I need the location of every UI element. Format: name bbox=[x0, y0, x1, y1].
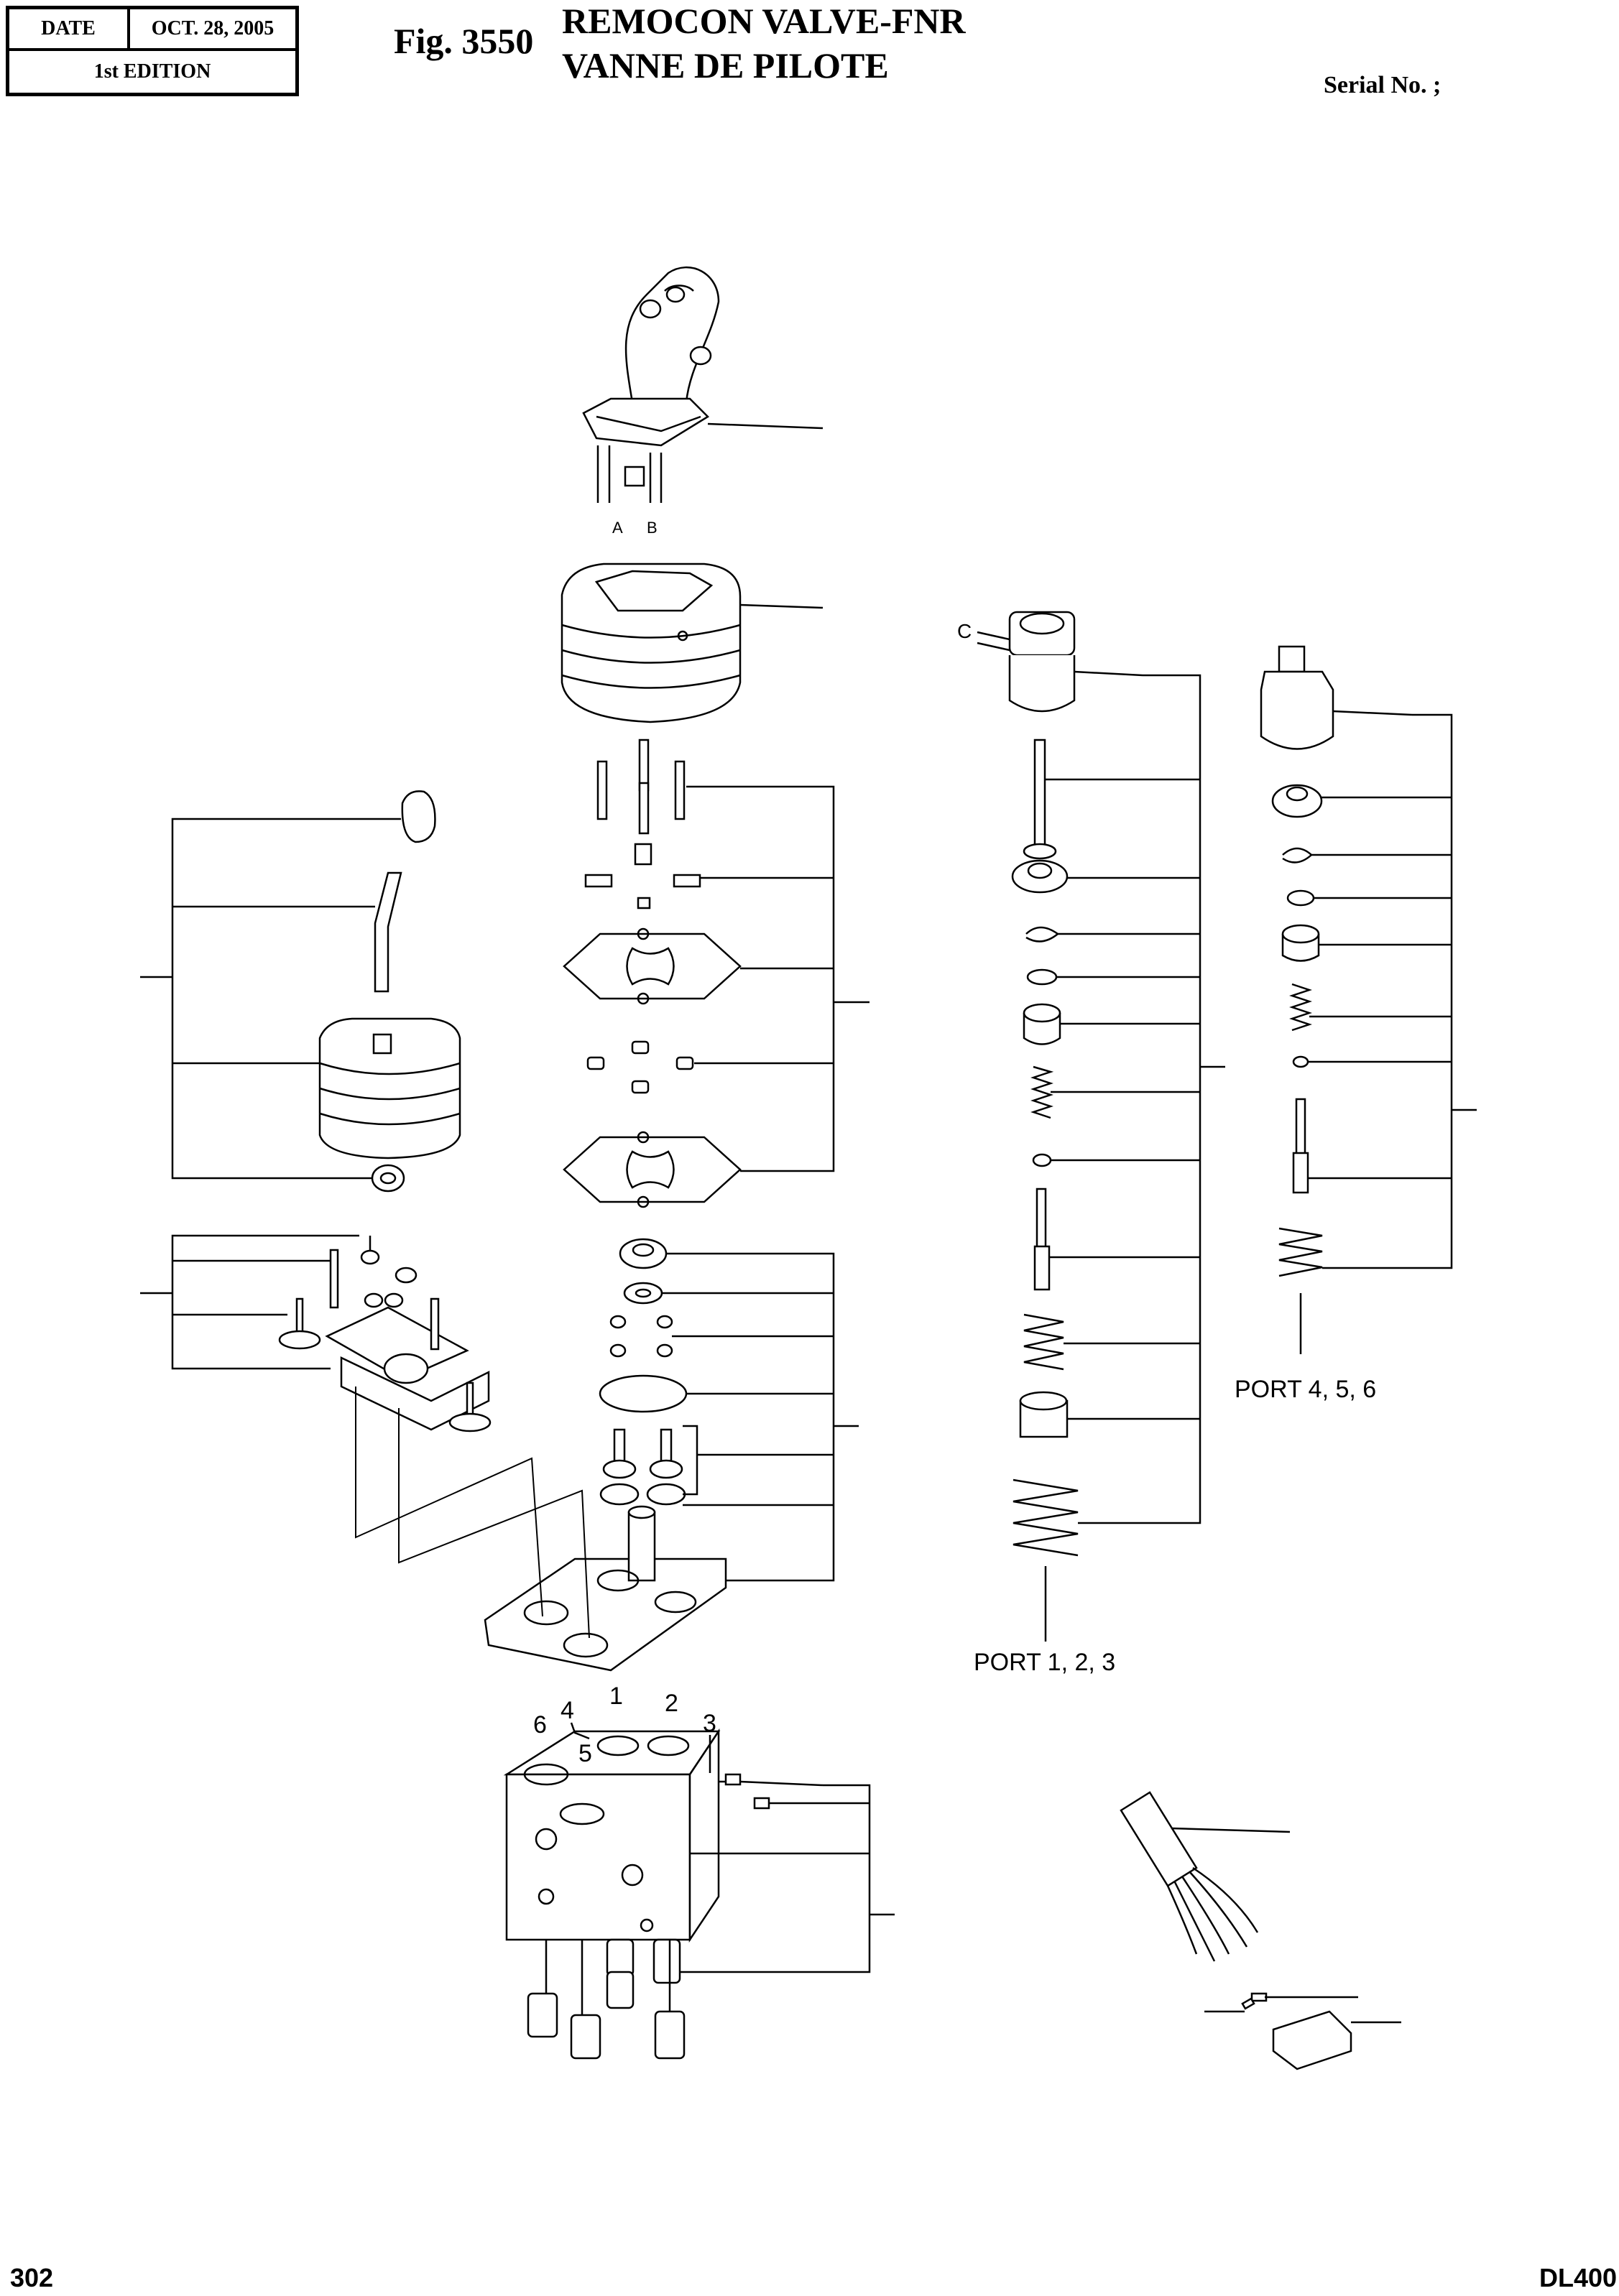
serial-number-label: Serial No. ; bbox=[1324, 72, 1442, 98]
port-group-456: PORT 4, 5, 6 bbox=[1235, 1376, 1376, 1403]
figure-number: Fig. 3550 bbox=[394, 21, 534, 61]
joystick-grip bbox=[582, 266, 824, 503]
hose-fittings bbox=[527, 1938, 823, 2060]
solenoid-coil-b bbox=[1260, 645, 1413, 750]
sleeve-a bbox=[1019, 1391, 1143, 1438]
shim-b bbox=[1292, 1055, 1309, 1068]
port-number-1: 1 bbox=[609, 1682, 623, 1710]
lever-rod bbox=[252, 871, 402, 993]
knob-cap bbox=[252, 790, 436, 843]
port-number-6: 6 bbox=[533, 1711, 547, 1739]
retainer-b bbox=[1271, 784, 1412, 818]
header-info-box: DATE OCT. 28, 2005 1st EDITION bbox=[6, 6, 299, 96]
cam-plate-upper bbox=[563, 927, 801, 1005]
spring-seat-b bbox=[1281, 924, 1412, 962]
spool-b bbox=[1292, 1098, 1412, 1194]
port-number-4: 4 bbox=[561, 1697, 574, 1724]
spring-small-b bbox=[1289, 983, 1412, 1032]
pivot-bracket bbox=[252, 1234, 492, 1432]
bushing-stack bbox=[599, 1238, 801, 1413]
solenoid-wire-label: C bbox=[957, 620, 972, 642]
wire-label-b: B bbox=[647, 519, 658, 537]
port-number-5: 5 bbox=[578, 1740, 592, 1767]
spring-seat-a bbox=[1023, 1003, 1143, 1045]
washer-b bbox=[1286, 889, 1315, 907]
spring-medium-b bbox=[1278, 1227, 1412, 1354]
rubber-boot bbox=[561, 563, 824, 723]
spring-large-a bbox=[1013, 1478, 1143, 1642]
washer-a bbox=[1026, 968, 1058, 986]
spring-medium-a bbox=[1023, 1313, 1143, 1371]
push-rod-a bbox=[1023, 739, 1143, 860]
cam-plate-lower bbox=[563, 1131, 801, 1208]
side-nut bbox=[252, 1164, 405, 1193]
spool-a bbox=[1033, 1188, 1143, 1291]
title-english: REMOCON VALVE-FNR bbox=[562, 1, 966, 41]
retainer-a bbox=[1011, 859, 1143, 894]
date-value: OCT. 28, 2005 bbox=[130, 9, 295, 51]
page-number: 302 bbox=[10, 2263, 54, 2292]
spring-small-a bbox=[1030, 1065, 1143, 1119]
snap-ring-a bbox=[1025, 926, 1060, 943]
date-label: DATE bbox=[9, 9, 130, 51]
solenoid-coil-a bbox=[977, 611, 1143, 713]
plunger-pair bbox=[599, 1425, 801, 1506]
model-code: DL400 bbox=[1539, 2263, 1618, 2292]
clip-set bbox=[584, 874, 801, 909]
side-boot bbox=[252, 1017, 461, 1159]
title-french: VANNE DE PILOTE bbox=[562, 45, 889, 85]
shim-a bbox=[1032, 1153, 1052, 1167]
port-number-3: 3 bbox=[703, 1710, 716, 1737]
wire-harness bbox=[1120, 1791, 1401, 2070]
bolt-set-upper bbox=[596, 739, 801, 866]
base-plate bbox=[484, 1505, 801, 1672]
wire-label-a: A bbox=[612, 519, 623, 537]
port-number-2: 2 bbox=[665, 1690, 678, 1717]
valve-body bbox=[503, 1728, 824, 1943]
spacer-set bbox=[586, 1040, 801, 1094]
port-group-123: PORT 1, 2, 3 bbox=[974, 1649, 1115, 1676]
edition-label: 1st EDITION bbox=[93, 60, 211, 83]
snap-ring-b bbox=[1282, 847, 1313, 864]
